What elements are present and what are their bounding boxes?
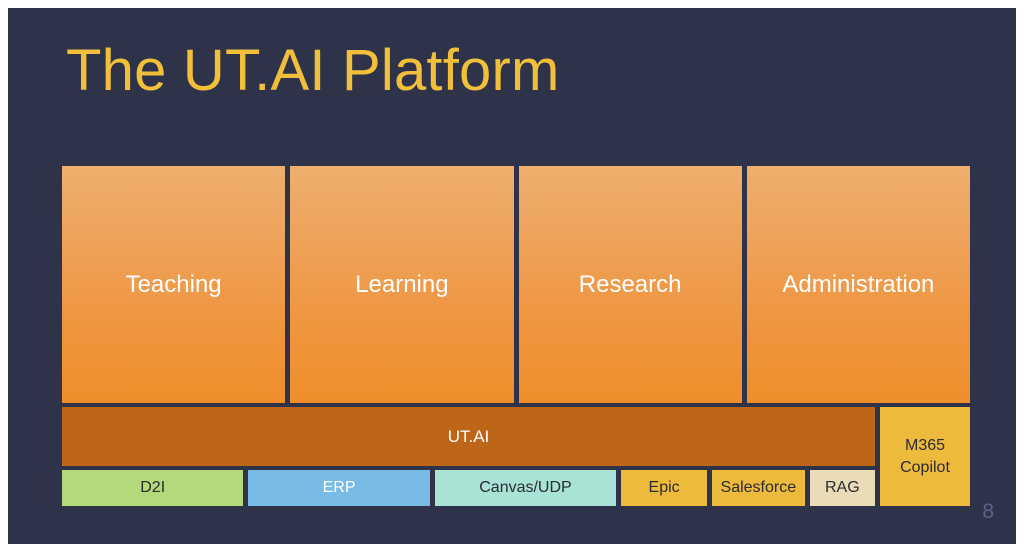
system-label: D2I	[140, 479, 166, 496]
page-number: 8	[982, 500, 994, 523]
pillar-administration[interactable]: Administration	[746, 166, 970, 403]
systems-row: D2I ERP Canvas/UDP Epic Salesforce RAG	[62, 470, 875, 506]
platform-bar-label: UT.AI	[447, 426, 490, 446]
system-d2i[interactable]: D2I	[62, 470, 244, 506]
copilot-label-line1: M365	[904, 436, 946, 454]
copilot-label-line2: Copilot	[900, 458, 950, 476]
platform-bar-utai[interactable]: UT.AI	[62, 407, 875, 466]
system-erp[interactable]: ERP	[248, 470, 430, 506]
system-rag[interactable]: RAG	[809, 470, 875, 506]
platform-architecture-diagram: Teaching Learning Research Administratio…	[62, 166, 970, 506]
system-label: Salesforce	[720, 479, 797, 496]
pillar-label: Administration	[782, 270, 935, 298]
pillar-teaching[interactable]: Teaching	[62, 166, 286, 403]
pillar-learning[interactable]: Learning	[290, 166, 514, 403]
pillar-label: Learning	[355, 270, 449, 298]
system-salesforce[interactable]: Salesforce	[712, 470, 805, 506]
pillar-research[interactable]: Research	[518, 166, 742, 403]
system-label: RAG	[824, 479, 860, 496]
system-canvas-udp[interactable]: Canvas/UDP	[434, 470, 617, 506]
page-title: The UT.AI Platform	[66, 38, 560, 103]
slide-canvas: The UT.AI Platform Teaching Learning Res…	[8, 8, 1016, 544]
system-label: Epic	[648, 479, 680, 496]
platform-row: UT.AI	[62, 407, 970, 466]
block-m365-copilot[interactable]: M365 Copilot	[880, 407, 970, 506]
system-label: Canvas/UDP	[479, 479, 572, 496]
pillar-label: Teaching	[125, 270, 222, 298]
pillars-row: Teaching Learning Research Administratio…	[62, 166, 970, 403]
system-epic[interactable]: Epic	[621, 470, 707, 506]
system-label: ERP	[322, 479, 356, 496]
pillar-label: Research	[578, 270, 682, 298]
